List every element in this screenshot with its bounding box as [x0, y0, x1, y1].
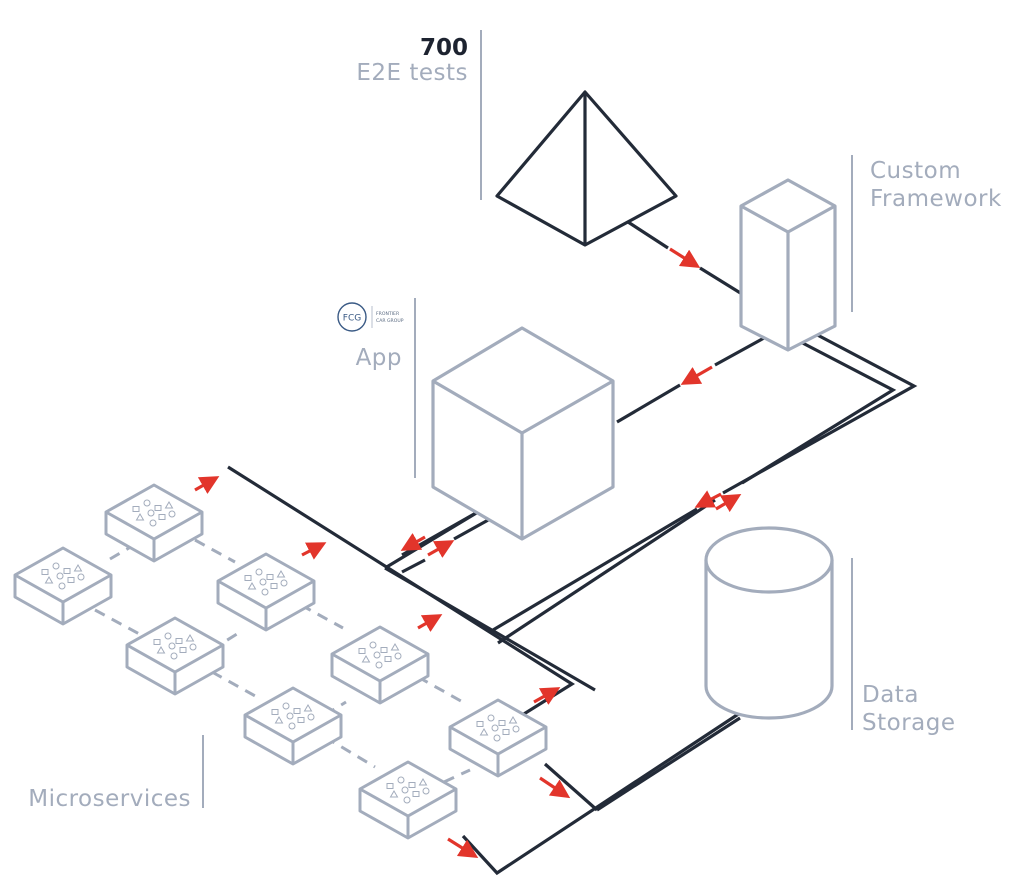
microservice-glyphs-icon	[358, 641, 402, 669]
microservice-box	[358, 760, 458, 840]
microservice-glyphs-icon	[244, 568, 288, 596]
microservices-label: Microservices	[28, 786, 191, 812]
arrow-app-left	[400, 533, 426, 551]
arrow-ms4	[533, 687, 561, 705]
microservice-box	[243, 686, 343, 766]
framework-tower-icon	[739, 178, 837, 352]
data-storage-cylinder-icon	[704, 526, 834, 720]
microservice-glyphs-icon	[41, 562, 85, 590]
company-logo: FCG FRONTIER CAR GROUP	[337, 302, 404, 332]
microservice-box	[330, 625, 430, 705]
arrow-framework-to-app	[680, 365, 713, 385]
arrow-ms1	[194, 476, 220, 494]
microservice-glyphs-icon	[386, 776, 430, 804]
data-storage-label-line2: Storage	[862, 710, 956, 736]
microservice-glyphs-icon	[476, 714, 520, 742]
arrow-ms5	[539, 776, 571, 799]
data-flow-arrows	[194, 247, 742, 859]
data-storage-label-line1: Data	[862, 682, 919, 708]
app-cube-icon	[431, 326, 615, 541]
arrow-app-right	[427, 540, 455, 558]
arrow-bus-left	[694, 490, 722, 508]
e2e-count: 700	[420, 35, 468, 61]
microservice-mesh	[94, 538, 471, 784]
framework-label-line2: Framework	[870, 186, 1002, 212]
label-dividers	[202, 30, 853, 808]
e2e-label: E2E tests	[356, 60, 468, 86]
framework-label-line1: Custom	[870, 158, 961, 184]
arrow-bus-right	[715, 494, 742, 513]
app-label: App	[356, 345, 402, 371]
microservice-box	[13, 546, 113, 626]
microservice-box	[216, 552, 316, 632]
arrow-ms6	[447, 837, 479, 859]
arrow-pyramid-to-framework	[669, 247, 701, 269]
microservice-glyphs-icon	[271, 702, 315, 730]
arrow-ms3	[417, 614, 443, 632]
microservice-box	[448, 698, 548, 778]
logo-line2: CAR GROUP	[376, 318, 404, 324]
logo-monogram: FCG	[343, 314, 361, 324]
microservice-box	[125, 616, 225, 696]
microservice-glyphs-icon	[153, 632, 197, 660]
logo-line1: FRONTIER	[376, 311, 400, 317]
microservice-box	[104, 483, 204, 563]
microservice-glyphs-icon	[132, 499, 176, 527]
e2e-pyramid-icon	[495, 90, 678, 247]
arrow-ms2	[301, 542, 327, 560]
microservice-boxes	[13, 483, 548, 840]
